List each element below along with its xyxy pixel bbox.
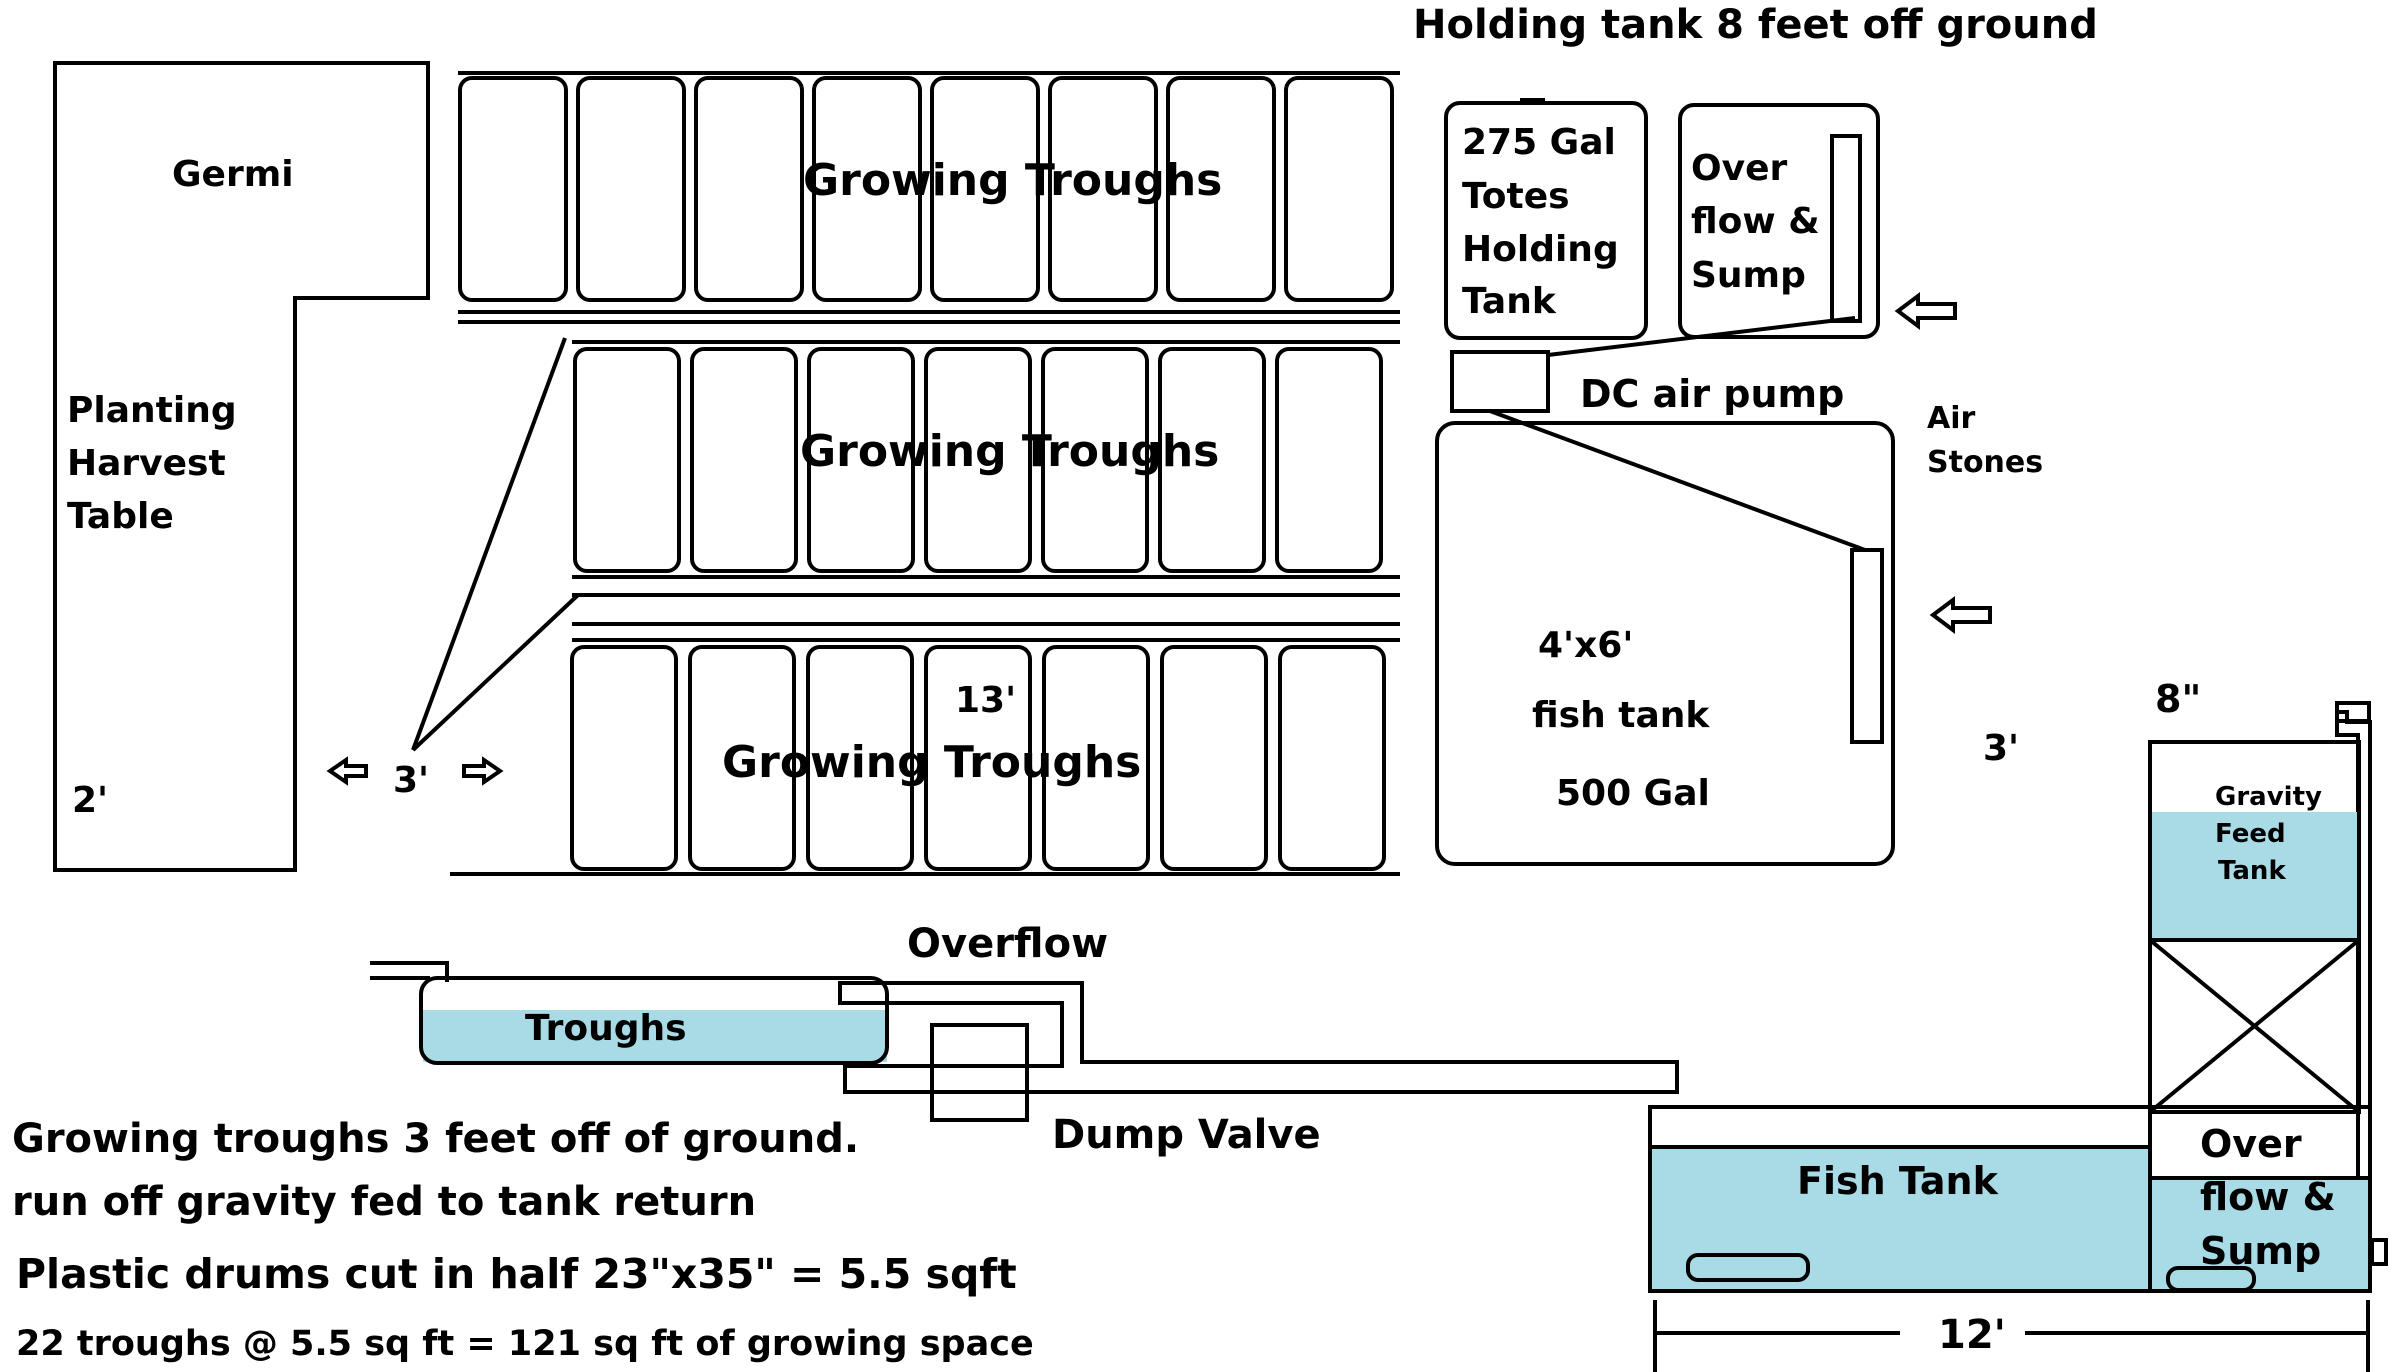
sump-side-label-3: Sump [2200,1229,2321,1273]
aisle-pointer-line [411,337,567,751]
trough-drum [1160,645,1268,871]
gravity-label-1: Gravity [2215,782,2322,812]
tower-stand [2148,938,2361,1114]
fish-tank-volume-label: 500 Gal [1556,773,1710,814]
trough-drum [812,76,922,302]
table-width-label: 2' [72,780,108,821]
overflow-sump-outline [1678,103,1880,339]
left-arrow-icon [1894,292,1957,330]
trough-drum [1048,76,1158,302]
tower-stand-brace [2148,938,2361,1114]
aisle-pointer-line [411,593,580,752]
sump-label-3: Sump [1691,255,1806,296]
sump-label-2: flow & [1691,201,1820,242]
air-stones-label-1: Air [1927,401,1976,436]
left-arrow-icon [1929,596,1992,634]
fish-tank-side-label: Fish Tank [1797,1159,1999,1203]
fish-tank-name-label: fish tank [1532,695,1710,736]
overflow-pipe [838,981,1679,1094]
trough-drum [1041,347,1149,573]
holding-tank-label-1: 275 Gal [1462,122,1616,163]
trough-row-1 [458,76,1394,302]
tower-height-label: 8" [2155,677,2201,721]
trough-drum [570,645,678,871]
air-stone-side [1686,1253,1810,1282]
trough-drum [1166,76,1276,302]
fish-tank-size-label: 4'x6' [1538,625,1633,666]
left-arrow-icon [326,756,368,786]
air-pump-label: DC air pump [1580,372,1844,416]
trough-drum [1284,76,1394,302]
dump-valve-box [930,1023,1029,1122]
trough-side-outline [419,976,889,1065]
trough-drum [1042,645,1150,871]
sump-side-water [2152,1178,2370,1289]
air-stone [1850,548,1884,744]
trough-drum [924,645,1032,871]
trough-drum [576,76,686,302]
air-stone-side [2166,1266,2256,1292]
pipe-outlet [2370,1238,2388,1266]
air-line [1547,316,1856,357]
sump-pipe [1830,134,1862,323]
air-line [1489,409,1866,552]
trough-side-water [423,1010,887,1062]
trough-row-2-label: Growing Troughs [800,426,1219,477]
trough-length-label: 13' [955,680,1016,721]
aisle-width-label: 3' [393,760,429,801]
dump-valve-label: Dump Valve [1052,1112,1321,1158]
harvest-label: Harvest [67,443,226,484]
length-label: 12' [1938,1312,2006,1358]
note-line-2: run off gravity fed to tank return [12,1179,756,1225]
fish-tank-side-outline [1648,1105,2372,1293]
fish-tank-top-outline [1435,421,1895,866]
trough-drum [690,347,798,573]
holding-tank-outline [1444,101,1648,340]
note-line-3: Plastic drums cut in half 23"x35" = 5.5 … [16,1250,1017,1298]
trough-drum [924,347,1032,573]
trough-drum [1275,347,1383,573]
holding-tank-label-4: Tank [1462,281,1557,322]
trough-side-label: Troughs [525,1008,687,1049]
gravity-tank-water [2152,812,2359,940]
holding-tank-label-3: Holding [1462,229,1619,270]
tower-pipe-cap [2335,701,2371,723]
trough-row-3 [570,645,1386,871]
trough-row-3-label: Growing Troughs [722,737,1141,788]
trough-drum [694,76,804,302]
trough-row-1-label: Growing Troughs [803,155,1222,206]
trough-drum [1158,347,1266,573]
sump-side-label-1: Over [2200,1122,2302,1166]
sump-label-1: Over [1691,148,1787,189]
fish-tank-side-water [1652,1147,2150,1289]
air-stones-label-2: Stones [1927,445,2043,480]
trough-row-2 [573,347,1383,573]
planting-table-outline [53,61,430,872]
trough-drum [807,347,915,573]
sump-side-label-2: flow & [2200,1175,2336,1219]
title: Holding tank 8 feet off ground [1413,2,2098,48]
planting-label: Planting [67,390,237,431]
trough-drum [930,76,1040,302]
overflow-label: Overflow [907,921,1108,967]
trough-drum [458,76,568,302]
gravity-label-3: Tank [2218,856,2286,886]
air-pump-box [1450,350,1550,413]
trough-drum [806,645,914,871]
right-arrow-icon [462,756,504,786]
table-label: Table [67,496,174,537]
trough-drum [1278,645,1386,871]
holding-tank-label-2: Totes [1462,176,1570,217]
trough-drum [688,645,796,871]
note-line-4: 22 troughs @ 5.5 sq ft = 121 sq ft of gr… [16,1324,1034,1364]
note-line-1: Growing troughs 3 feet off of ground. [12,1116,859,1162]
trough-drum [573,347,681,573]
fish-tank-side-gap-label: 3' [1983,728,2019,769]
germi-label: Germi [172,154,294,195]
inlet-pipe [370,961,449,982]
gravity-label-2: Feed [2215,819,2286,849]
